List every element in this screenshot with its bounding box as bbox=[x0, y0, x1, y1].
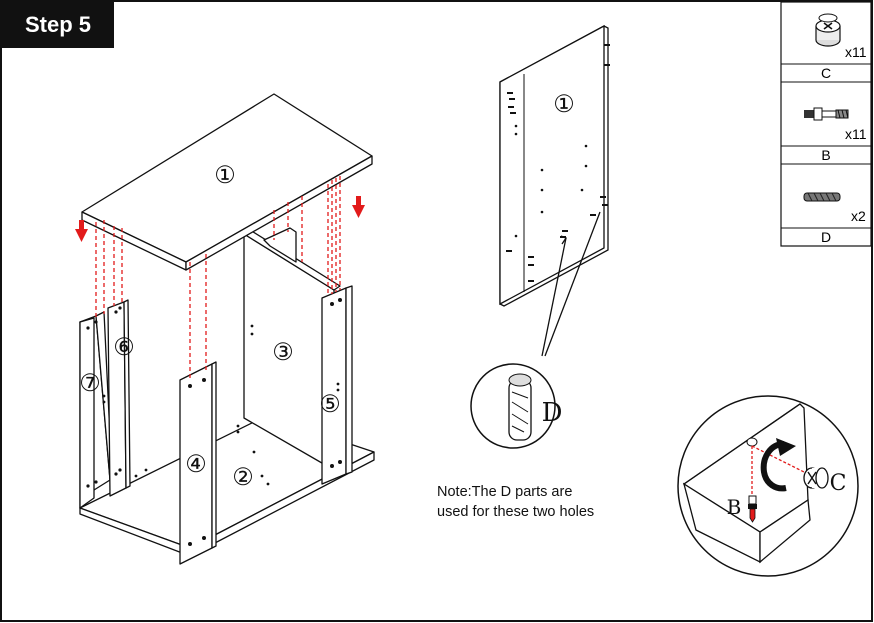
side-panel-5 bbox=[321, 287, 347, 485]
label-dowel-callout: D bbox=[542, 398, 563, 428]
label-side-right: ⑤ bbox=[319, 390, 341, 418]
label-cam-callout: C bbox=[830, 471, 847, 496]
parts-table: x11 C x11 B x2 D bbox=[780, 1, 872, 247]
panel-labels: ① ② ③ ④ ⑤ ⑥ ⑦ ① bbox=[79, 90, 575, 491]
label-bolt-callout: B bbox=[727, 495, 742, 519]
bolt-detail-icon bbox=[748, 495, 757, 523]
part-b-qty: x11 bbox=[845, 126, 867, 142]
label-side-left-outer: ⑦ bbox=[79, 369, 101, 397]
label-top-detail: ① bbox=[553, 90, 575, 118]
leader-lines bbox=[541, 211, 601, 357]
note-line-2: used for these two holes bbox=[437, 504, 595, 520]
dowel-icon bbox=[803, 192, 841, 202]
label-back: ③ bbox=[272, 338, 294, 366]
part-d-qty: x2 bbox=[851, 208, 866, 224]
dowel-detail bbox=[470, 363, 556, 449]
part-c-letter: C bbox=[821, 65, 831, 81]
label-top: ① bbox=[214, 161, 236, 189]
label-bottom: ② bbox=[232, 463, 254, 491]
hole-dots bbox=[86, 298, 342, 546]
label-divider: ④ bbox=[185, 450, 207, 478]
side-panel-6 bbox=[107, 301, 127, 497]
cam-lock-detail bbox=[677, 395, 859, 577]
part-c-qty: x11 bbox=[845, 44, 867, 60]
down-arrow-icon bbox=[352, 196, 365, 218]
main-assembly bbox=[79, 93, 375, 565]
step-title: Step 5 bbox=[2, 2, 114, 48]
alignment-guides bbox=[95, 176, 341, 380]
down-arrow-icon bbox=[75, 220, 88, 242]
label-side-left-inner: ⑥ bbox=[113, 333, 135, 361]
cam-lock-icon bbox=[815, 13, 841, 47]
cam-bolt-icon bbox=[804, 107, 849, 121]
part-b-letter: B bbox=[821, 147, 830, 163]
note-line-1: Note:The D parts are bbox=[437, 484, 573, 500]
part-d-letter: D bbox=[821, 229, 831, 245]
note-text: Note:The D parts are used for these two … bbox=[437, 482, 667, 522]
top-panel-detail bbox=[499, 24, 610, 307]
